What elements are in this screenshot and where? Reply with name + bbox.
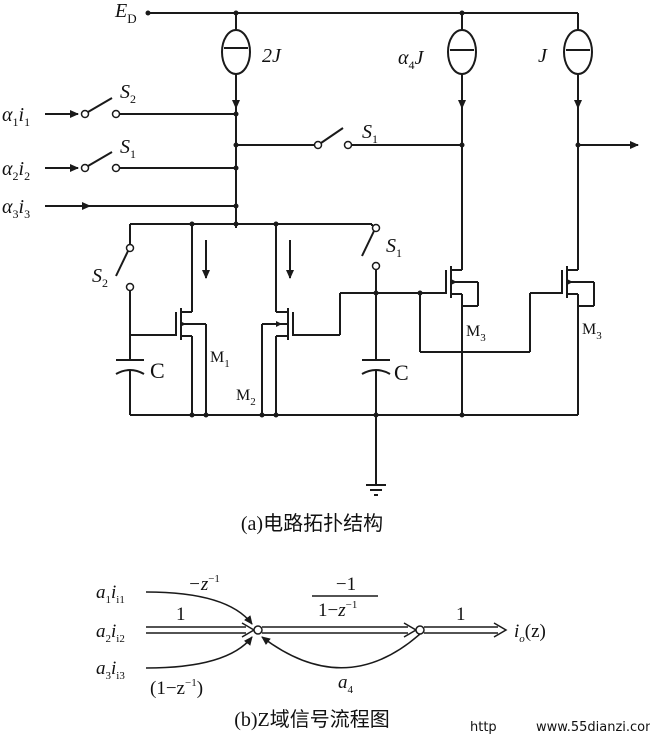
- svg-text:www.55dianzi.com: www.55dianzi.com: [536, 720, 650, 735]
- transistor-m3-right: [530, 258, 595, 415]
- watermark: http www.55dianzi.com: [470, 720, 650, 735]
- flow-gain-mid: 1: [176, 604, 186, 625]
- current-source-j: [563, 13, 593, 109]
- gate-bus: [340, 290, 531, 353]
- source-label-j: J: [538, 45, 548, 67]
- flow-gain-out: 1: [456, 604, 466, 625]
- capacitor-label-left: C: [150, 358, 165, 383]
- svg-text:http: http: [470, 720, 497, 735]
- flow-input-1: a1ii1: [96, 582, 125, 606]
- transistor-m3-left: [420, 258, 479, 415]
- flow-gain-bot: (1−z−1): [150, 677, 203, 699]
- top-bus: [129, 221, 372, 300]
- flow-node-1: [253, 625, 263, 635]
- supply-rail: [145, 10, 578, 16]
- flow-feedback-label: a4: [338, 672, 354, 696]
- input-label-1: α1i1: [2, 104, 30, 129]
- switch-s1-right: [361, 223, 381, 293]
- transistor-label-m3-left: M3: [466, 323, 486, 344]
- switch-label-s1-mid: S1: [362, 121, 378, 146]
- switch-label-s2-cap: S2: [92, 265, 108, 290]
- input-label-3: α3i3: [2, 196, 30, 221]
- current-source-2j: [221, 13, 251, 109]
- circuit-diagram: ED 2J α4J J: [2, 0, 639, 535]
- transistor-m1: [130, 300, 207, 415]
- switch-label-s2-top: S2: [120, 81, 136, 106]
- mid-switch-branch: [236, 127, 639, 150]
- flow-gain-top: −z−1: [188, 573, 220, 595]
- capacitor-label-right: C: [394, 360, 409, 385]
- switch-s2-cap: [115, 243, 135, 335]
- transistor-label-m3-right: M3: [582, 321, 602, 342]
- flow-node-2: [415, 625, 425, 635]
- svg-text:1−z−1: 1−z−1: [318, 599, 357, 621]
- flow-output-branch: [424, 622, 508, 638]
- switch-label-s1-input: S1: [120, 136, 136, 161]
- signal-flow-graph: a1ii1 a2ii2 a3ii3 −z−1 1 (1−z−1): [96, 573, 546, 731]
- current-source-a4j: [447, 13, 477, 109]
- flow-input-2: a2ii2: [96, 621, 125, 645]
- svg-text:−1: −1: [336, 574, 356, 595]
- ground-bus: [130, 412, 578, 418]
- flow-branch-top: [145, 591, 253, 625]
- input-1-branch: [45, 97, 236, 119]
- input-label-2: α2i2: [2, 158, 30, 183]
- source-label-2j: 2J: [262, 45, 282, 67]
- capacitor-right: [361, 293, 391, 485]
- transistor-m2: [261, 293, 341, 415]
- flow-branch-bot: [145, 636, 253, 669]
- flow-output-label: io(z): [514, 621, 546, 645]
- transistor-label-m1: M1: [210, 349, 230, 370]
- switch-label-s1-right: S1: [386, 235, 402, 260]
- flow-input-3: a3ii3: [96, 658, 125, 682]
- ground-icon: [366, 484, 386, 496]
- transistor-label-m2: M2: [236, 387, 256, 408]
- flow-feedback-branch: [261, 633, 421, 669]
- flow-forward-branch: [262, 622, 418, 638]
- capacitor-left: [115, 335, 145, 415]
- flow-branch-mid: [146, 622, 256, 638]
- source-label-a4j: α4J: [398, 47, 425, 72]
- input-2-branch: [45, 151, 236, 173]
- caption-a: (a)电路拓扑结构: [241, 512, 383, 535]
- flow-transfer: −1 1−z−1: [312, 574, 378, 621]
- supply-label: ED: [114, 0, 137, 26]
- caption-b: (b)Z域信号流程图: [234, 708, 390, 731]
